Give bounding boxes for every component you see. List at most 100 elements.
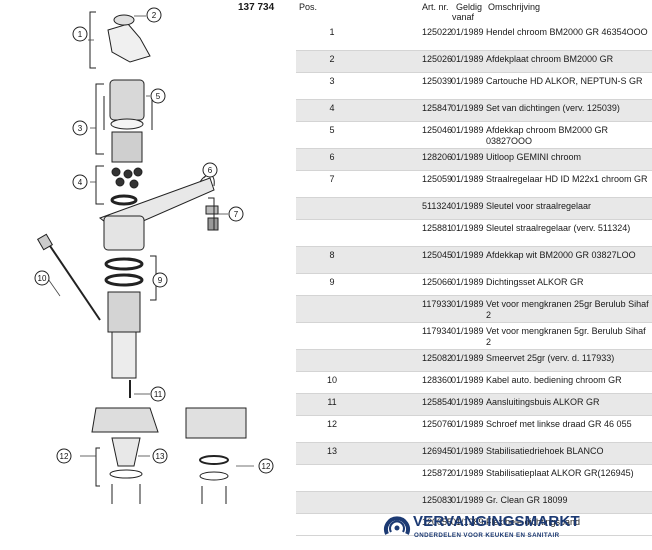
cell-art-nr: 125022 [422,27,453,37]
cell-description: Afdekplaat chroom BM2000 GR [486,54,614,64]
cell-date: 01/1989 [451,468,484,478]
cell-art-nr: 126945 [422,446,453,456]
cell-date: 01/1989 [451,223,484,233]
cell-date: 01/1989 [451,375,484,385]
header-geldig: Geldig [456,2,483,12]
header-art: Art. nr. [422,2,449,12]
callout-12a: 12 [60,452,69,461]
cell-art-nr: 125881 [422,223,453,233]
callout-3: 3 [78,124,83,133]
cell-description: Stabilisatiedriehoek BLANCO [486,446,604,456]
callout-11: 11 [154,390,163,399]
cell-date: 01/1989 [451,517,484,527]
cell-pos: 13 [326,446,337,456]
callout-6: 6 [208,166,213,175]
cell-art-nr: 511324 [422,201,452,211]
cell-description: Sleutel voor straalregelaar [486,201,592,211]
cell-date: 01/1989 [451,326,484,336]
cell-description: Kabel auto. bediening chroom GR [486,375,622,385]
cell-art-nr: 125847 [422,103,453,113]
cell-date: 01/1989 [451,250,484,260]
cell-art-nr: 125066 [422,277,453,287]
cell-date: 01/1989 [451,201,484,211]
cell-description: Uitloop GEMINI chroom [486,152,582,162]
brand-logo: VERVANGINGSMARKT ONDERDELEN VOOR KEUKEN … [383,513,603,545]
cell-description: Vet voor mengkranen 5gr. Berulub Sihaf 2 [486,326,646,347]
cell-art-nr: 125083 [422,495,453,505]
callout-9: 9 [158,276,163,285]
cell-art-nr: 125039 [422,76,453,86]
parts-table-header: Pos. Art. nr. Geldig vanaf Omschrijving [296,0,652,24]
cell-pos: 3 [329,76,335,86]
cell-art-nr: 125026 [422,54,453,64]
cell-date: 01/1989 [451,419,484,429]
header-pos: Pos. [299,2,318,12]
cell-pos: 6 [329,152,335,162]
callout-10: 10 [38,274,47,283]
cell-date: 01/1989 [451,174,484,184]
cell-description: Afdekkap wit BM2000 GR 03827LOO [486,250,636,260]
cell-art-nr: 117934 [422,326,452,336]
cell-art-nr: 125059 [422,174,453,184]
cell-date: 01/1989 [451,277,484,287]
cell-description: Dichtingsset ALKOR GR [486,277,584,287]
cell-art-nr: 117933 [422,299,452,309]
document-number: 137 734 [238,2,275,13]
cell-date: 01/1989 [451,125,484,135]
cell-pos: 7 [329,174,335,184]
cell-art-nr: 125046 [422,125,453,135]
cell-pos: 1 [329,27,335,37]
brand-tagline: ONDERDELEN VOOR KEUKEN EN SANITAIR [414,532,560,539]
cell-pos: 5 [329,125,335,135]
cell-description: Aansluitingsbuis ALKOR GR [486,397,600,407]
brand-name: VERVANGINGSMARKT [413,513,580,530]
cell-date: 01/1989 [451,27,484,37]
cell-date: 01/1989 [451,76,484,86]
cell-description: Cartouche HD ALKOR, NEPTUN-S GR [486,76,643,86]
cell-date: 01/1989 [451,299,484,309]
cell-pos: 12 [326,419,337,429]
cell-date: 01/1989 [451,495,484,505]
cell-description: Set van dichtingen (verv. 125039) [486,103,620,113]
cell-date: 01/1989 [451,397,484,407]
cell-date: 01/1989 [451,446,484,456]
parts-table: Pos. Art. nr. Geldig vanaf Omschrijving … [296,0,652,536]
cell-pos: 10 [326,375,337,385]
callout-7: 7 [234,210,239,219]
cell-description: Stabilisatieplaat ALKOR GR(126945) [486,468,634,478]
exploded-faucet-diagram: 1 2 3 4 5 6 7 9 10 11 12 13 12 [34,7,274,504]
cell-description: Afdekkap chroom BM2000 GR 03827OOO [486,125,609,146]
cell-pos: 2 [329,54,335,64]
cell-date: 01/1989 [451,353,484,363]
callout-1: 1 [78,30,83,39]
header-omschrijving: Omschrijving [488,2,541,12]
cell-description: Smeervet 25gr (verv. d. 117933) [486,353,615,363]
cell-description: Gr. Clean GR 18099 [486,495,568,505]
callout-2: 2 [152,11,157,20]
cell-description: Sleutel straalregelaar (verv. 511324) [486,223,631,233]
cell-description: Hendel chroom BM2000 GR 46354OOO [486,27,648,37]
cell-pos: 11 [327,397,337,407]
cell-date: 01/1989 [451,54,484,64]
cell-pos: 8 [329,250,335,260]
